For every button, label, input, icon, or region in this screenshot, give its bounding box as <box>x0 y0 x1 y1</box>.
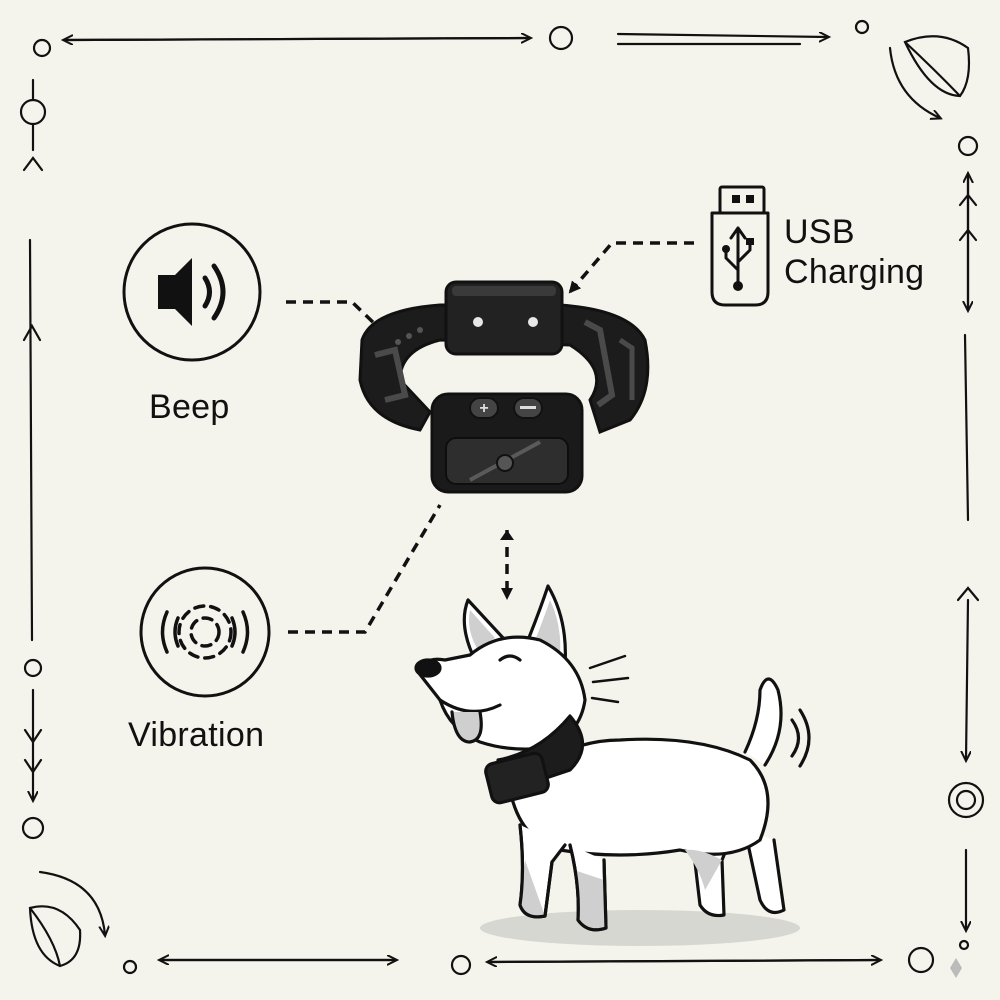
usb-charging-label: USB Charging <box>784 212 924 292</box>
connector-lines <box>286 241 694 634</box>
vibration-connector <box>288 504 442 634</box>
vibration-icon <box>139 566 271 698</box>
speaker-icon <box>122 222 262 362</box>
usb-label-line2: Charging <box>784 253 925 291</box>
usb-connector <box>568 241 694 294</box>
dog-connector-up-arrow <box>500 530 514 540</box>
decorative-border <box>19 19 985 976</box>
usb-icon <box>710 185 770 307</box>
beep-connector <box>286 300 380 329</box>
dog-illustration <box>414 584 811 946</box>
svg-text:+: + <box>479 400 488 417</box>
beep-label: Beep <box>149 388 230 426</box>
vibration-label: Vibration <box>128 716 265 754</box>
usb-label-line1: USB <box>784 213 855 251</box>
collar-device: + <box>358 280 650 494</box>
corner-sparkle <box>950 958 962 978</box>
